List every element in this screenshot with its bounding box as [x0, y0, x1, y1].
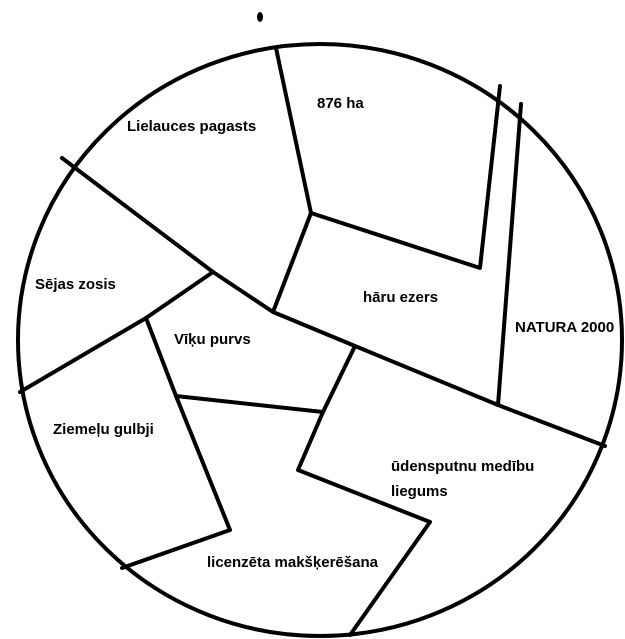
label-sejas-zosis: Sējas zosis — [35, 276, 116, 293]
divider-haru-left — [271, 211, 313, 314]
divider-udensputnu-left — [296, 344, 432, 637]
label-lielauces-pagasts: Lielauces pagasts — [127, 118, 256, 135]
region-dividers — [18, 46, 607, 637]
label-udensputnu-line1: ūdensputnu medību — [391, 458, 534, 475]
label-udensputnu-line2: liegums — [391, 483, 448, 500]
region-labels: Lielauces pagasts 876 ha hāru ezers NATU… — [35, 95, 614, 571]
divider-lielauces-876 — [274, 46, 313, 215]
divider-main-diagonal — [60, 156, 607, 448]
top-dot — [257, 12, 263, 22]
outer-circle — [16, 42, 624, 638]
divider-876-bottom — [309, 84, 502, 270]
label-ziemelu-gulbji: Ziemeļu gulbji — [53, 421, 154, 438]
label-natura-2000: NATURA 2000 — [515, 319, 614, 336]
label-haru-ezers: hāru ezers — [363, 289, 438, 306]
divider-natura-left — [496, 102, 523, 407]
label-viku-purvs: Vīķu purvs — [174, 331, 251, 348]
divider-ziemelu-right — [120, 394, 232, 570]
divider-viku-bottom — [174, 394, 325, 414]
label-876-ha: 876 ha — [317, 95, 364, 112]
label-licenzeta-makskeresana: licenzēta makšķerēšana — [207, 554, 379, 571]
divider-viku-left — [144, 316, 178, 398]
